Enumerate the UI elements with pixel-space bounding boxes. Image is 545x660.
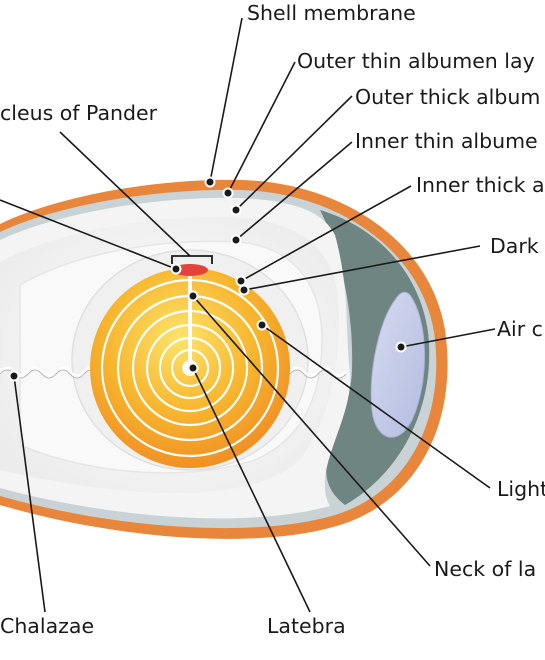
label-light-yolk: Light — [497, 477, 545, 501]
leader-lines — [0, 17, 496, 613]
label-neck-of-latebra: Neck of la — [434, 557, 536, 581]
label-inner-thin-albumen: Inner thin albume — [355, 129, 538, 153]
label-dark-yolk: Dark — [490, 234, 539, 258]
label-air-cell: Air c — [497, 317, 543, 341]
label-outer-thick-albumen: Outer thick album — [355, 85, 540, 109]
label-latebra: Latebra — [267, 614, 346, 638]
pander-bracket — [171, 255, 213, 264]
label-nucleus-of-pander: cleus of Pander — [0, 101, 158, 125]
leader-dots — [8, 176, 407, 382]
label-outer-thin-albumen: Outer thin albumen lay — [297, 49, 535, 73]
neck-of-latebra — [188, 270, 192, 360]
chalaza-right — [288, 366, 348, 378]
label-chalazae: Chalazae — [0, 614, 94, 638]
air-cell — [370, 291, 425, 438]
label-shell-membrane: Shell membrane — [247, 1, 416, 25]
label-inner-thick-albumen: Inner thick a — [416, 173, 545, 197]
